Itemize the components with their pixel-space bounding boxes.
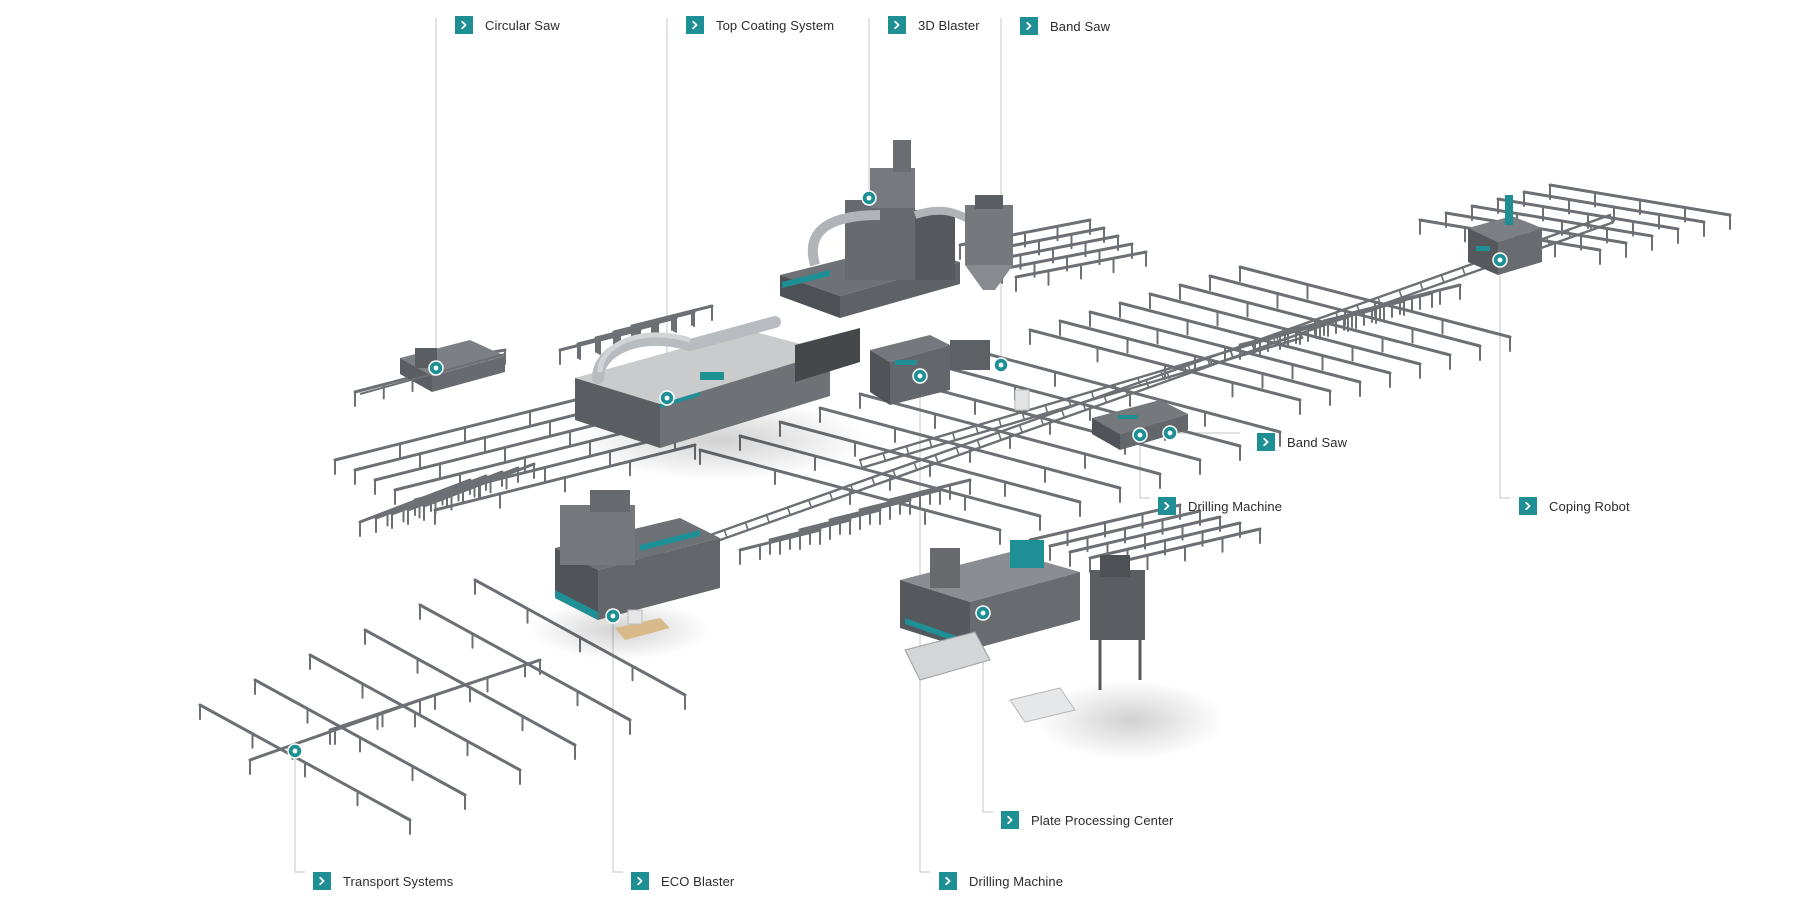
station-label-drilling-machine-right[interactable]: Drilling Machine: [1158, 497, 1282, 515]
station-label-top-coating-system[interactable]: Top Coating System: [686, 16, 834, 34]
leader-line: [982, 613, 993, 813]
station-label-drilling-machine-bottom[interactable]: Drilling Machine: [939, 872, 1063, 890]
leader-line: [612, 616, 623, 873]
station-label-text: Circular Saw: [485, 17, 560, 33]
station-label-eco-blaster[interactable]: ECO Blaster: [631, 872, 734, 890]
rail-crossbar: [1044, 404, 1049, 414]
transport-rails: [198, 183, 1732, 835]
chevron-right-icon: [939, 872, 957, 890]
rail-crossbar: [955, 446, 960, 456]
rail-crossbar: [1461, 266, 1466, 276]
3d-blaster-machine: [780, 140, 1013, 318]
station-label-circular-saw[interactable]: Circular Saw: [455, 16, 560, 34]
rail-crossbar: [744, 521, 749, 531]
drilling-machine-center: [870, 335, 1030, 411]
rail-crossbar: [807, 499, 813, 509]
rail-crossbar: [928, 438, 933, 448]
rail-crossbar: [1060, 409, 1066, 419]
chevron-right-icon: [1257, 433, 1275, 451]
rail-crossbar: [882, 452, 887, 462]
hotspot-dot-icon[interactable]: [993, 357, 1009, 373]
station-label-transport-systems[interactable]: Transport Systems: [313, 872, 453, 890]
station-label-text: Drilling Machine: [1188, 498, 1283, 514]
station-label-coping-robot[interactable]: Coping Robot: [1519, 497, 1630, 515]
station-label-text: Drilling Machine: [969, 873, 1064, 889]
coping-robot-machine: [1468, 195, 1542, 275]
machine-shadow: [1035, 680, 1225, 760]
chevron-right-icon: [1001, 811, 1019, 829]
rail-crossbar: [976, 439, 981, 449]
station-label-text: Coping Robot: [1549, 498, 1630, 514]
hotspot-dot-icon[interactable]: [1132, 427, 1148, 443]
station-label-band-saw-top[interactable]: Band Saw: [1020, 17, 1110, 35]
hotspot-dot-icon[interactable]: [428, 360, 444, 376]
leader-line: [294, 751, 305, 873]
rail-crossbar: [905, 445, 910, 455]
eco-blaster-machine: [555, 490, 720, 640]
station-label-3d-blaster[interactable]: 3D Blaster: [888, 16, 980, 34]
chevron-right-icon: [313, 872, 331, 890]
rail-crossbar: [871, 476, 876, 486]
leader-line: [919, 376, 930, 873]
rail-crossbar: [1398, 289, 1403, 299]
hotspot-dot-icon[interactable]: [1492, 252, 1508, 268]
chevron-right-icon: [686, 16, 704, 34]
rail-crossbar: [1160, 370, 1165, 380]
station-label-band-saw-right[interactable]: Band Saw: [1257, 433, 1347, 451]
rail-crossbar: [951, 431, 956, 442]
chevron-right-icon: [1158, 497, 1176, 515]
station-label-text: ECO Blaster: [661, 873, 735, 889]
chevron-right-icon: [1020, 17, 1038, 35]
chevron-right-icon: [888, 16, 906, 34]
machines-group: [359, 140, 1542, 760]
rail-crossbar: [913, 461, 918, 471]
chevron-right-icon: [455, 16, 473, 34]
rail-crossbar: [997, 431, 1002, 441]
station-label-text: 3D Blaster: [918, 17, 980, 33]
hotspot-dot-icon[interactable]: [975, 605, 991, 621]
station-label-text: Band Saw: [1287, 434, 1348, 450]
rail-crossbar: [1440, 274, 1445, 284]
leader-line: [1499, 260, 1510, 499]
chevron-right-icon: [1519, 497, 1537, 515]
station-label-text: Transport Systems: [343, 873, 454, 889]
rail-crossbar: [723, 529, 728, 539]
station-label-text: Band Saw: [1050, 18, 1111, 34]
hotspot-dots: [287, 190, 1508, 759]
hotspot-dot-icon[interactable]: [287, 743, 303, 759]
plate-processing-center-machine: [900, 540, 1145, 723]
rail-crossbar: [828, 491, 834, 501]
hotspot-dot-icon[interactable]: [605, 608, 621, 624]
leader-lines: [294, 18, 1510, 873]
chevron-right-icon: [631, 872, 649, 890]
rail-crossbar: [934, 454, 939, 464]
hotspot-dot-icon[interactable]: [1162, 425, 1178, 441]
rail-crossbar: [1090, 390, 1095, 401]
top-coating-system-machine: [575, 316, 860, 448]
rail-crossbar: [1229, 349, 1234, 359]
station-label-plate-processing-center[interactable]: Plate Processing Center: [1001, 811, 1173, 829]
rail-crossbar: [1419, 281, 1424, 291]
hotspot-dot-icon[interactable]: [861, 190, 877, 206]
station-label-text: Top Coating System: [716, 17, 835, 33]
rail-crossbar: [859, 459, 864, 469]
leader-line: [1139, 435, 1150, 499]
rail-crossbar: [1018, 424, 1024, 434]
rail-crossbar: [786, 506, 792, 516]
rail-crossbar: [998, 418, 1003, 428]
hotspot-dot-icon[interactable]: [659, 390, 675, 406]
rail-crossbar: [1137, 377, 1141, 387]
rail-crossbar: [974, 424, 979, 435]
hotspot-dot-icon[interactable]: [912, 368, 928, 384]
station-label-text: Plate Processing Center: [1031, 812, 1174, 828]
rail-crossbar: [765, 514, 771, 524]
